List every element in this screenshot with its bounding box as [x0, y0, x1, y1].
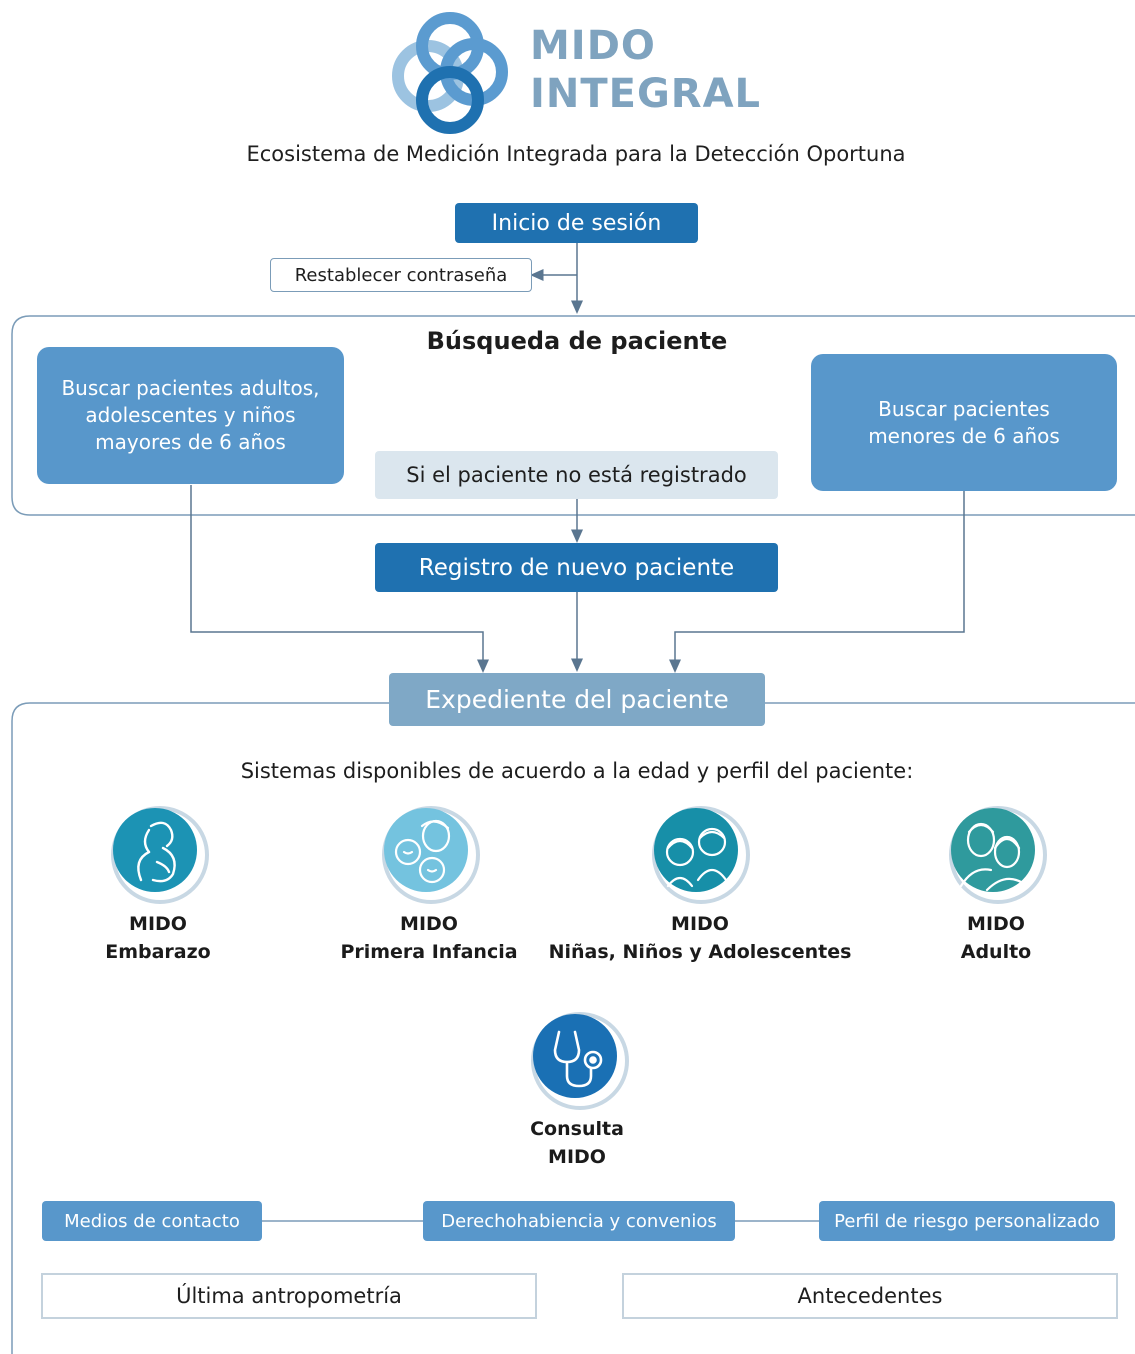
system-consult-line1: Consulta	[530, 1118, 624, 1140]
reset-password-button[interactable]: Restablecer contraseña	[270, 258, 532, 292]
system-children-adolescents-line1: MIDO	[671, 913, 729, 935]
systems-intro: Sistemas disponibles de acuerdo a la eda…	[240, 759, 914, 783]
coverage-button[interactable]: Derechohabiencia y convenios	[423, 1201, 735, 1241]
system-early-childhood-line2: Primera Infancia	[340, 941, 518, 963]
not-registered-label: Si el paciente no está registrado	[375, 451, 778, 499]
system-consult-line2: MIDO	[548, 1146, 606, 1168]
children-adolescents-icon	[652, 806, 750, 904]
search-children-button[interactable]: Buscar pacientes menores de 6 años	[811, 354, 1117, 491]
system-early-childhood[interactable]	[376, 800, 480, 908]
anthropometry-button[interactable]: Última antropometría	[41, 1273, 537, 1319]
system-early-childhood-label: MIDO Primera Infancia	[314, 910, 544, 966]
system-adult[interactable]	[943, 800, 1047, 908]
system-early-childhood-line1: MIDO	[400, 913, 458, 935]
search-section-frame	[11, 315, 1135, 516]
system-children-adolescents[interactable]	[646, 800, 750, 908]
system-pregnancy-line1: MIDO	[129, 913, 187, 935]
risk-profile-button[interactable]: Perfil de riesgo personalizado	[819, 1201, 1115, 1241]
pregnancy-icon	[111, 806, 209, 904]
system-pregnancy[interactable]	[105, 800, 209, 908]
system-adult-label: MIDO Adulto	[896, 910, 1096, 966]
system-children-adolescents-line2: Niñas, Niños y Adolescentes	[548, 941, 852, 963]
logo-title-line1: MIDO	[530, 23, 656, 69]
system-adult-line1: MIDO	[967, 913, 1025, 935]
mido-logo-icon	[392, 12, 508, 134]
system-consult-label: Consulta MIDO	[477, 1115, 677, 1171]
system-adult-line2: Adulto	[960, 941, 1032, 963]
system-pregnancy-label: MIDO Embarazo	[58, 910, 258, 966]
history-button[interactable]: Antecedentes	[622, 1273, 1118, 1319]
early-childhood-icon	[382, 806, 480, 904]
logo-title-line2: INTEGRAL	[530, 71, 762, 117]
record-section-frame	[11, 702, 389, 1354]
tagline: Ecosistema de Medición Integrada para la…	[246, 142, 906, 166]
system-pregnancy-line2: Embarazo	[105, 941, 211, 963]
adult-icon	[949, 806, 1047, 904]
login-button[interactable]: Inicio de sesión	[455, 203, 698, 243]
stethoscope-icon	[531, 1012, 629, 1110]
search-adults-button[interactable]: Buscar pacientes adultos, adolescentes y…	[37, 347, 344, 484]
contact-info-button[interactable]: Medios de contacto	[42, 1201, 262, 1241]
patient-record-button[interactable]: Expediente del paciente	[389, 673, 765, 726]
system-children-adolescents-label: MIDO Niñas, Niños y Adolescentes	[540, 910, 860, 966]
search-section-title: Búsqueda de paciente	[426, 327, 728, 355]
register-patient-button[interactable]: Registro de nuevo paciente	[375, 543, 778, 592]
system-consult[interactable]	[525, 1006, 629, 1114]
